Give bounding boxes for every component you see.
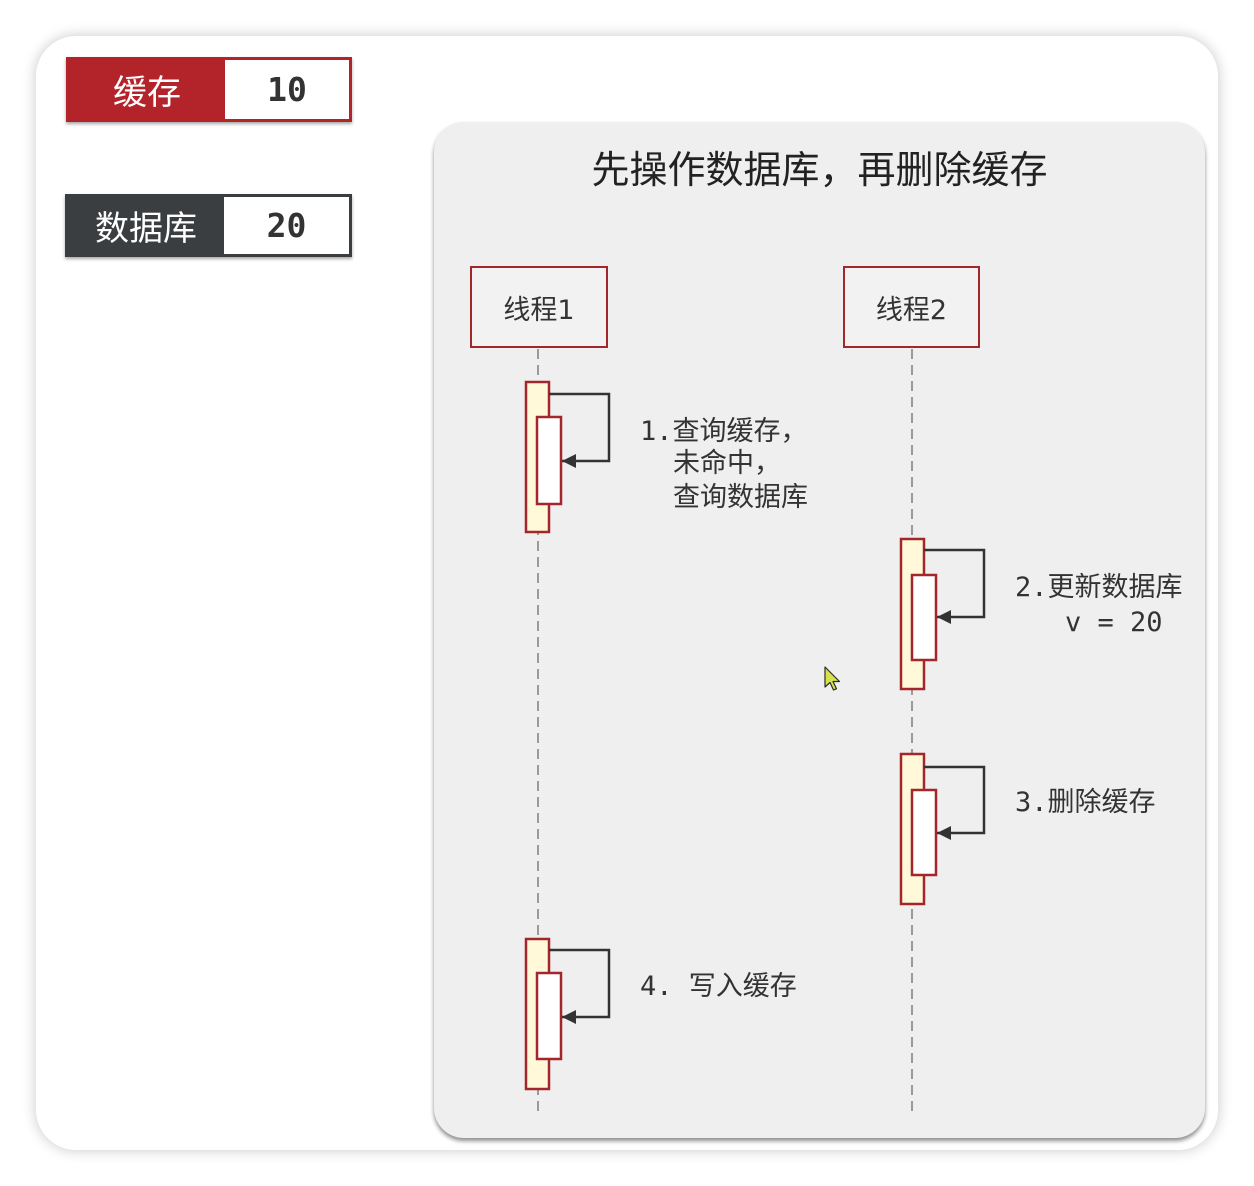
diagram-title: 先操作数据库，再删除缓存 bbox=[591, 148, 1048, 192]
thread-1-label: 线程1 bbox=[503, 294, 575, 326]
database-badge-value: 20 bbox=[224, 197, 349, 254]
step-4-label-line-1: 4. 写入缓存 bbox=[640, 971, 797, 1002]
step-4-self-arrow bbox=[549, 948, 611, 1024]
step-1-label-line-3: 查询数据库 bbox=[673, 482, 808, 513]
step-1-self-arrow bbox=[549, 392, 611, 468]
step-3-label-line-1: 3.删除缓存 bbox=[1015, 787, 1156, 818]
mouse-cursor-icon bbox=[824, 666, 841, 691]
thread-1-header: 线程1 bbox=[470, 266, 608, 348]
step-2-label-line-2: v = 20 bbox=[1065, 607, 1163, 638]
database-badge-label: 数据库 bbox=[95, 209, 197, 249]
thread-2-label: 线程2 bbox=[875, 294, 948, 326]
step-1-activation-inner bbox=[535, 415, 563, 506]
step-2-self-arrow bbox=[924, 548, 986, 624]
step-4-activation-inner bbox=[535, 971, 563, 1061]
database-badge: 数据库 20 bbox=[65, 194, 352, 257]
cache-badge-value: 10 bbox=[225, 60, 349, 119]
step-1-label-line-1: 1.查询缓存， bbox=[640, 416, 808, 447]
step-3-self-arrow bbox=[924, 765, 986, 840]
cache-badge-label: 缓存 bbox=[113, 73, 181, 113]
step-1-label-line-2: 未命中， bbox=[673, 448, 781, 479]
step-2-activation-inner bbox=[910, 573, 938, 662]
cache-badge: 缓存 10 bbox=[66, 57, 352, 122]
thread-2-header: 线程2 bbox=[843, 266, 980, 348]
step-3-activation-inner bbox=[910, 788, 938, 877]
step-2-label-line-1: 2.更新数据库 bbox=[1015, 572, 1183, 603]
